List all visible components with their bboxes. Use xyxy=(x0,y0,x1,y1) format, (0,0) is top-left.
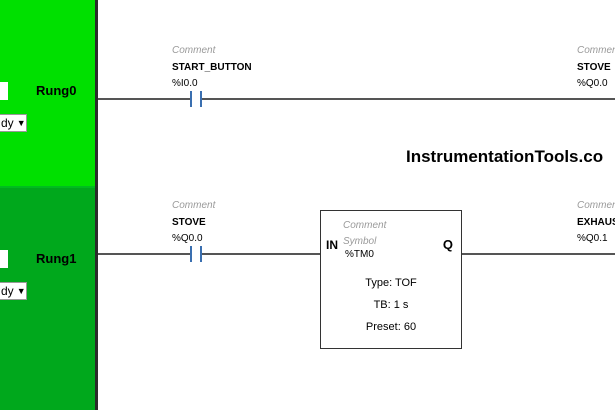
stove-coil-comment: Comment xyxy=(577,45,615,56)
stove-contact[interactable] xyxy=(190,246,202,262)
rung1-label: Rung1 xyxy=(36,251,77,266)
timer-preset: Preset: 60 xyxy=(365,321,417,333)
chevron-down-icon: ▼ xyxy=(16,286,26,296)
rung0-header-panel[interactable] xyxy=(0,0,95,186)
stove-coil-symbol: STOVE xyxy=(577,62,611,73)
rung1-status-value: dy xyxy=(1,284,14,298)
rung0-status-dropdown[interactable]: dy ▼ xyxy=(0,114,27,132)
start-button-comment: Comment xyxy=(172,45,216,56)
tof-timer-block[interactable]: Comment IN Symbol %TM0 Q Type: TOF TB: 1… xyxy=(320,210,462,349)
rung0-label-box xyxy=(0,82,8,100)
stove-contact-comment: Comment xyxy=(172,200,216,211)
timer-symbol: Symbol xyxy=(343,236,377,247)
rung1-wire-to-timer xyxy=(202,253,320,255)
left-power-rail xyxy=(95,0,98,410)
chevron-down-icon: ▼ xyxy=(16,118,26,128)
rung1-wire-right xyxy=(462,253,615,255)
exhaust-coil-address: %Q0.1 xyxy=(577,233,608,244)
timer-address: %TM0 xyxy=(345,249,374,260)
start-button-address: %I0.0 xyxy=(172,78,198,89)
timer-timebase: TB: 1 s xyxy=(373,299,409,311)
rung0-status-value: dy xyxy=(1,116,14,130)
start-button-symbol: START_BUTTON xyxy=(172,62,252,73)
exhaust-coil-comment: Comment xyxy=(577,200,615,211)
timer-type: Type: TOF xyxy=(365,277,417,289)
start-button-contact[interactable] xyxy=(190,91,202,107)
stove-contact-symbol: STOVE xyxy=(172,217,206,228)
stove-contact-address: %Q0.0 xyxy=(172,233,203,244)
exhaust-coil-symbol: EXHAUST xyxy=(577,217,615,228)
timer-comment: Comment xyxy=(343,220,387,231)
rung1-wire-left xyxy=(98,253,190,255)
stove-coil-address: %Q0.0 xyxy=(577,78,608,89)
watermark-text: InstrumentationTools.co xyxy=(406,147,604,166)
timer-q-pin: Q xyxy=(442,237,453,252)
rung0-wire-left xyxy=(98,98,190,100)
rung-separator xyxy=(0,186,95,188)
rung0-label: Rung0 xyxy=(36,83,77,98)
rung1-label-box xyxy=(0,250,8,268)
timer-in-pin: IN xyxy=(326,238,338,252)
rung1-status-dropdown[interactable]: dy ▼ xyxy=(0,282,27,300)
rung0-wire-right xyxy=(202,98,615,100)
